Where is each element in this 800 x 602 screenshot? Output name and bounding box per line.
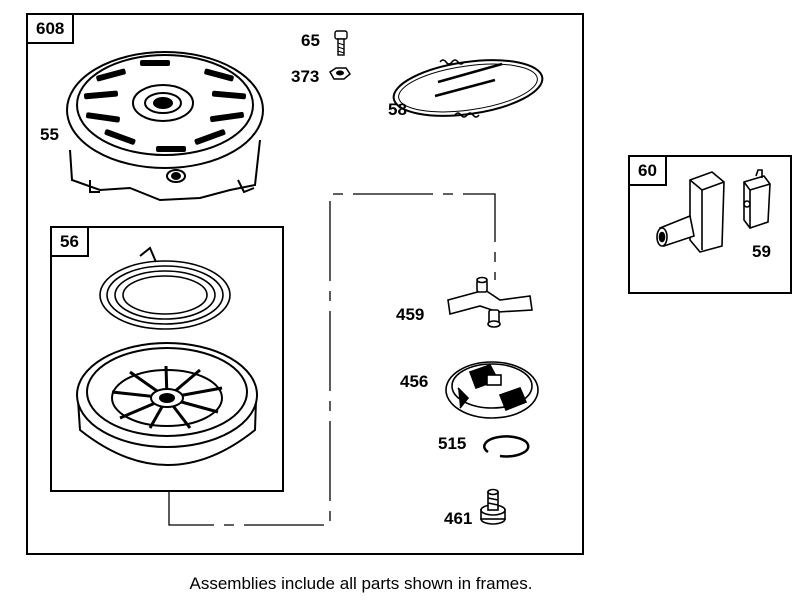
frame-label-56: 56	[50, 226, 89, 257]
part-label-461: 461	[444, 509, 473, 528]
screw-part	[334, 30, 348, 56]
retainer-part	[445, 361, 539, 419]
nut-part	[329, 67, 351, 80]
post-part	[480, 488, 506, 525]
housing-part	[66, 51, 264, 202]
rope-part	[392, 59, 544, 118]
frame-label-608: 608	[26, 13, 75, 44]
connection-line	[168, 193, 496, 526]
part-label-58: 58	[388, 100, 407, 119]
starter-dog-part	[447, 276, 533, 328]
retaining-ring-part	[483, 435, 530, 458]
part-label-459: 459	[396, 305, 425, 324]
frame-label-60: 60	[628, 155, 667, 186]
diagram-caption: Assemblies include all parts shown in fr…	[189, 574, 533, 593]
assembly-frame-608: 608	[26, 13, 584, 555]
assembly-frame-56: 56	[50, 226, 284, 492]
pulley-part	[76, 342, 258, 466]
part-label-456: 456	[400, 372, 429, 391]
recoil-spring-part	[99, 246, 231, 330]
part-label-515: 515	[438, 434, 467, 453]
part-label-59: 59	[752, 242, 771, 261]
part-label-65: 65	[301, 31, 320, 50]
assembly-frame-60: 60	[628, 155, 792, 294]
starter-handle-part	[656, 171, 725, 253]
part-label-373: 373	[291, 67, 320, 86]
handle-insert-part	[743, 169, 771, 229]
part-label-55: 55	[40, 125, 59, 144]
